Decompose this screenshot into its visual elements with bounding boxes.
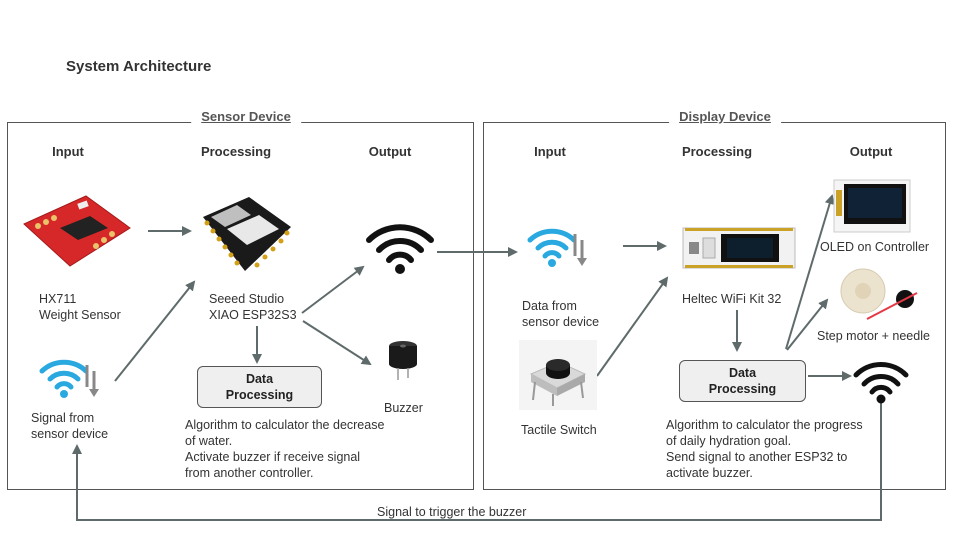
oled-label: OLED on Controller <box>820 240 930 254</box>
display-algorithm-text: Algorithm to calculator the progress of … <box>666 418 863 480</box>
display-processing-header: Processing <box>681 144 753 159</box>
display-data-processing-box: Data Processing <box>679 360 806 402</box>
sensor-output-header: Output <box>368 144 412 159</box>
buzzer-icon <box>389 341 417 380</box>
heltec-board-icon <box>682 227 796 269</box>
hx711-label: HX711 Weight Sensor <box>39 292 121 322</box>
display-output-header: Output <box>849 144 893 159</box>
data-from-sensor-label: Data from sensor device <box>522 299 600 329</box>
sensor-data-processing-box: Data Processing <box>197 366 322 408</box>
hx711-board-icon <box>23 195 131 267</box>
wifi-output-icon <box>366 224 434 274</box>
arrow-mcu-to-buzzer <box>302 320 372 366</box>
arrow-to-motor <box>786 298 829 351</box>
sensor-input-header: Input <box>52 144 84 159</box>
arrow-mcu-to-wifi <box>301 265 365 314</box>
xiao-esp32s3-label: Seeed Studio XIAO ESP32S3 <box>209 292 297 322</box>
wifi-signal-icon <box>39 359 99 398</box>
arrow-signal-to-mcu <box>114 280 196 382</box>
step-motor-label: Step motor + needle <box>817 329 930 343</box>
display-input-header: Input <box>534 144 566 159</box>
heltec-label: Heltec WiFi Kit 32 <box>682 292 782 306</box>
buzzer-label: Buzzer <box>384 401 423 415</box>
step-motor-icon <box>840 268 918 320</box>
page-title: System Architecture <box>66 58 212 75</box>
wifi-data-icon <box>527 228 587 267</box>
arrow-switch-to-heltec <box>596 276 669 377</box>
tactile-switch-icon <box>519 340 597 410</box>
feedback-line <box>72 400 882 521</box>
display-device-title: Display Device <box>669 109 781 124</box>
oled-icon <box>833 179 911 233</box>
feedback-signal-label: Signal to trigger the buzzer <box>377 505 527 519</box>
arrow-to-oled <box>785 194 835 350</box>
tactile-switch-label: Tactile Switch <box>521 423 597 437</box>
sensor-processing-header: Processing <box>200 144 272 159</box>
sensor-algorithm-text: Algorithm to calculator the decrease of … <box>185 418 385 480</box>
signal-from-sensor-label: Signal from sensor device <box>31 411 109 441</box>
xiao-esp32s3-board-icon <box>203 197 291 271</box>
sensor-device-title: Sensor Device <box>191 109 301 124</box>
wifi-send-icon <box>853 362 909 404</box>
